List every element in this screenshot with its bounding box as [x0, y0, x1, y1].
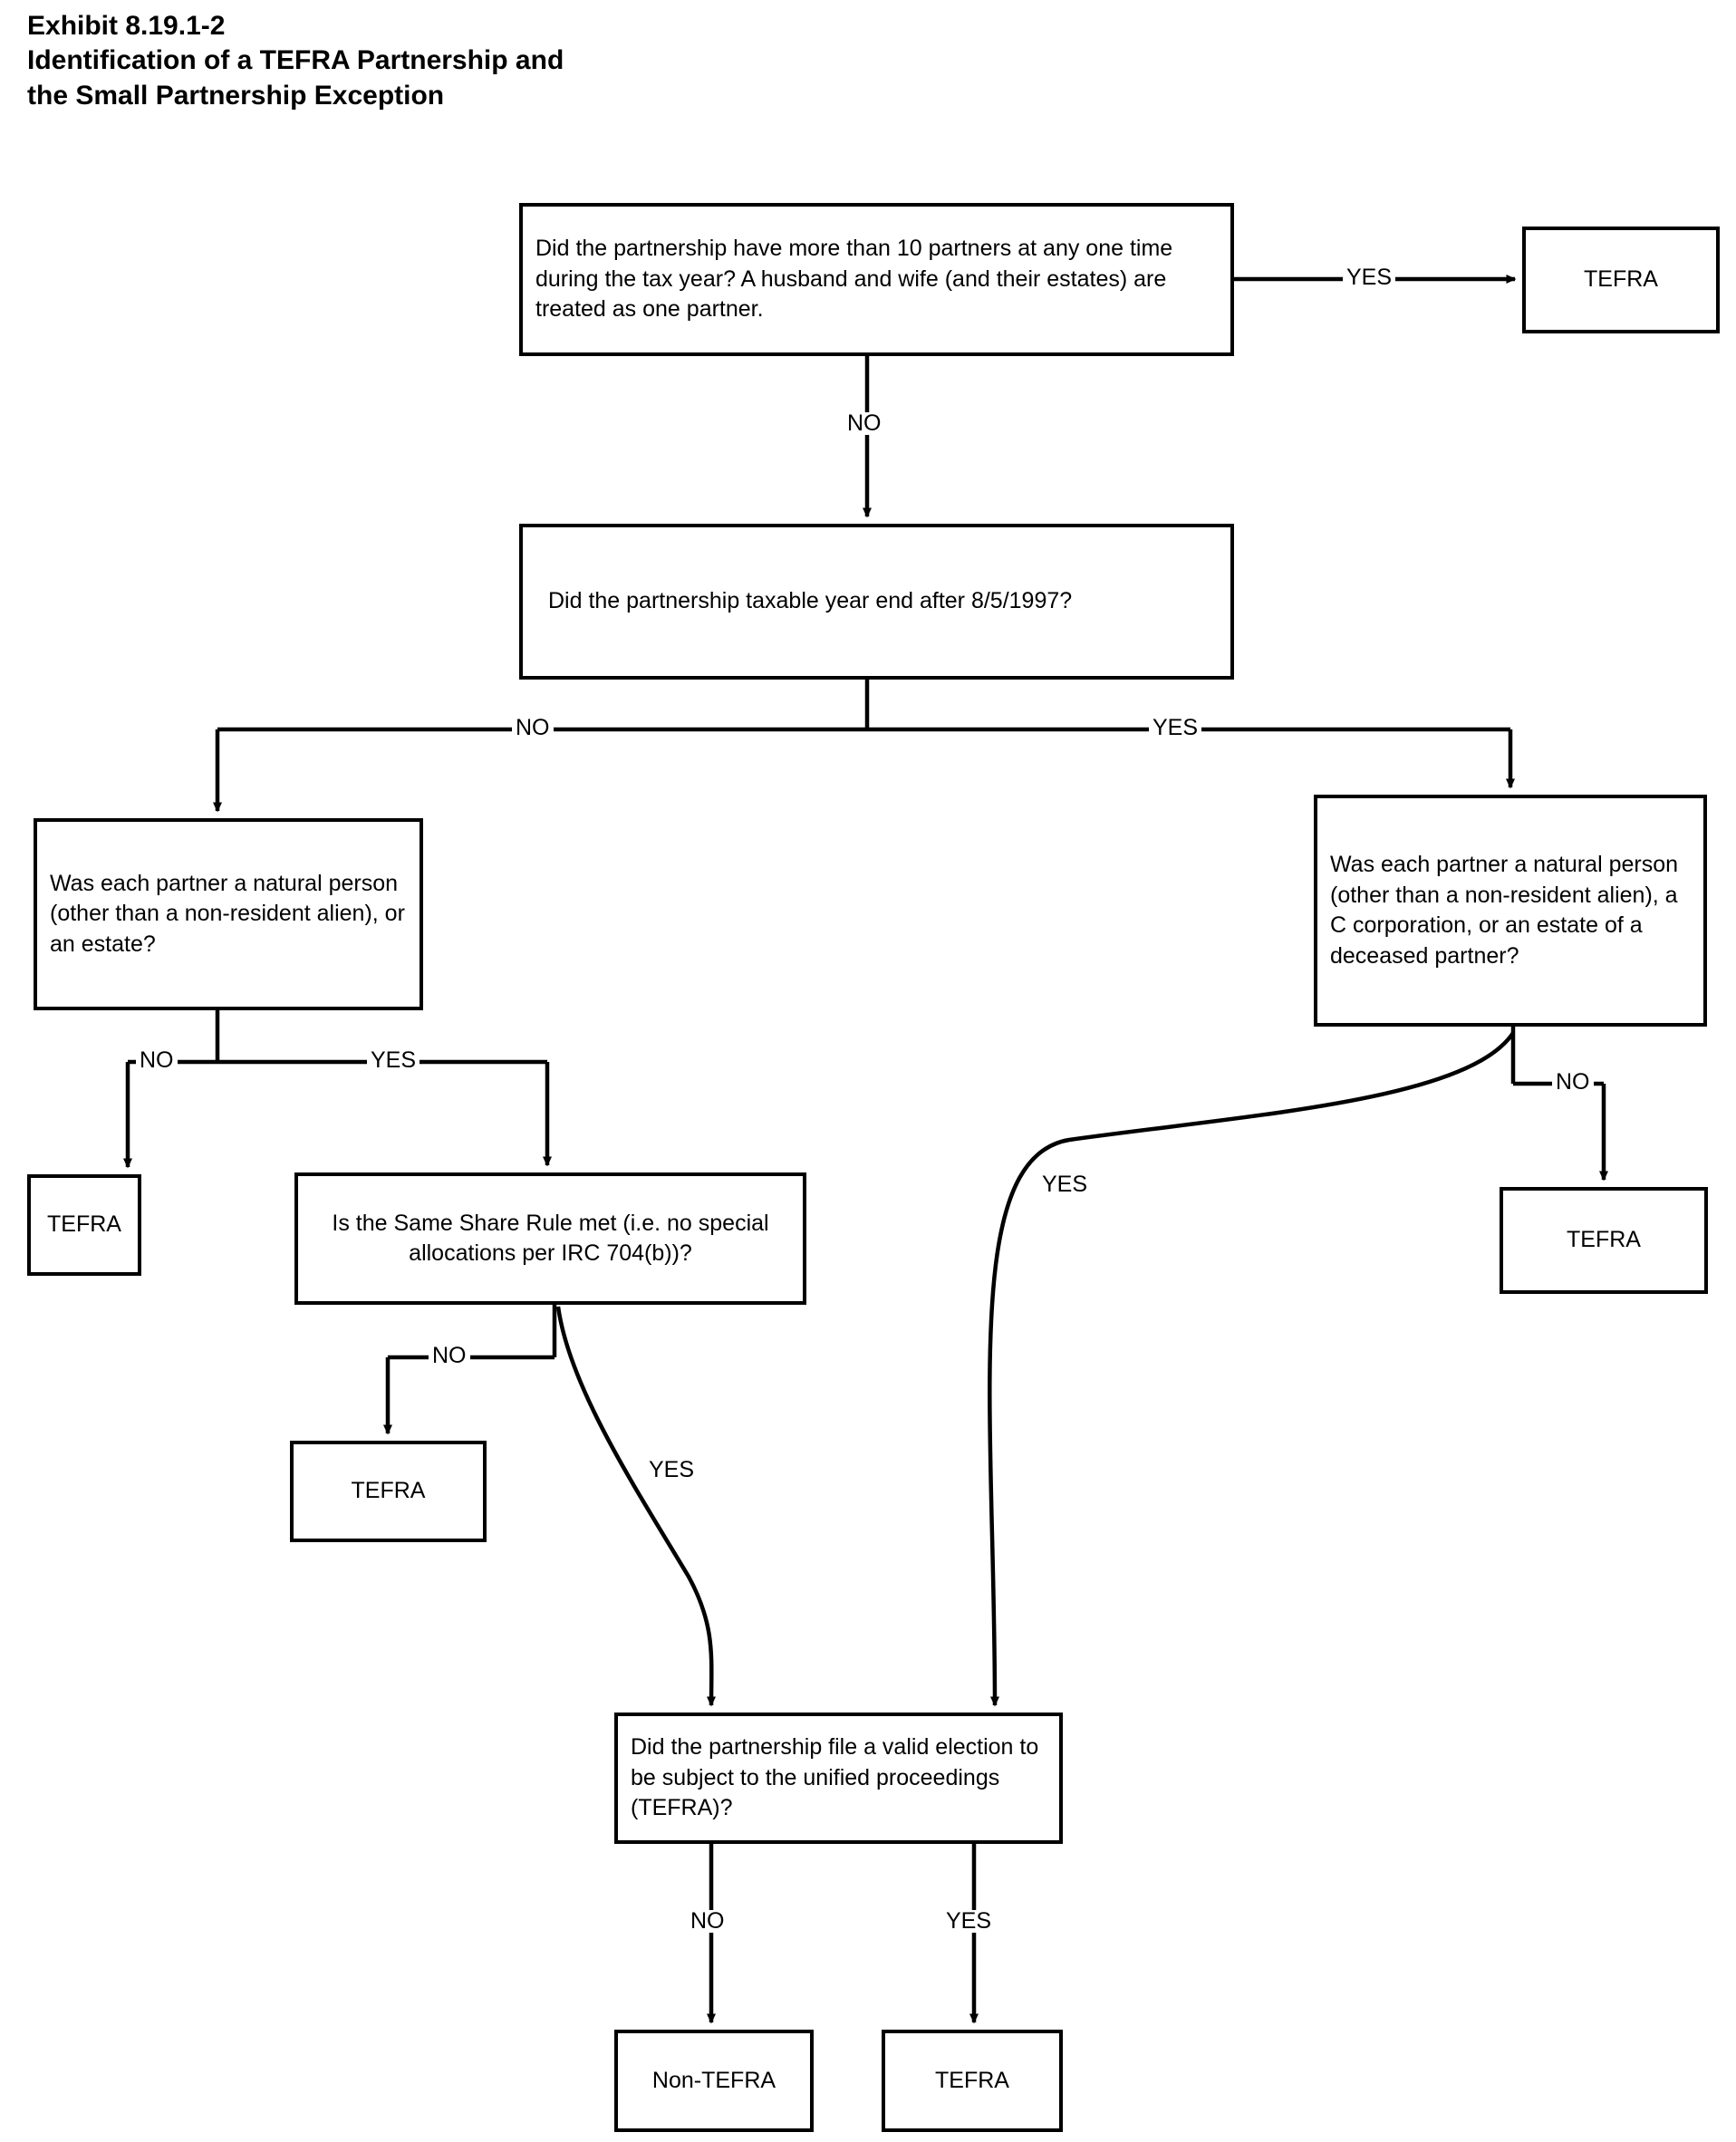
node-t6-tefra[interactable]: TEFRA [882, 2030, 1063, 2132]
edge-label-q6-no: NO [687, 1910, 728, 1933]
node-q2-text: Did the partnership taxable year end aft… [548, 588, 1073, 614]
edge-label-q4-yes: YES [1038, 1173, 1092, 1196]
node-q5-same-share-rule[interactable]: Is the Same Share Rule met (i.e. no spec… [294, 1172, 806, 1305]
edge-label-q4-no: NO [1552, 1071, 1594, 1094]
title-line-1: Exhibit 8.19.1-2 [27, 11, 226, 41]
node-t6-text: TEFRA [935, 2067, 1009, 2093]
node-q4-text: Was each partner a natural person (other… [1330, 852, 1679, 969]
edge-label-q1-no: NO [844, 412, 885, 435]
node-t3-tefra[interactable]: TEFRA [1500, 1187, 1708, 1294]
node-q6-text: Did the partnership file a valid electio… [631, 1734, 1039, 1821]
node-t4-text: TEFRA [351, 1478, 426, 1504]
edge-label-q2-yes: YES [1149, 717, 1202, 739]
node-q6-valid-election[interactable]: Did the partnership file a valid electio… [614, 1713, 1063, 1844]
edge-label-q2-no: NO [512, 717, 554, 739]
page-title: Exhibit 8.19.1-2 Identification of a TEF… [27, 9, 564, 113]
edge-label-q1-yes: YES [1343, 266, 1396, 289]
node-t1-tefra[interactable]: TEFRA [1522, 227, 1720, 333]
edge-label-q6-yes: YES [942, 1910, 996, 1933]
edge-label-q5-yes: YES [645, 1459, 699, 1481]
edge-label-q3-no: NO [136, 1049, 178, 1072]
title-line-3: the Small Partnership Exception [27, 80, 445, 111]
node-q3-natural-person-or-estate[interactable]: Was each partner a natural person (other… [34, 818, 423, 1010]
node-t2-text: TEFRA [47, 1211, 121, 1238]
node-t3-text: TEFRA [1567, 1227, 1641, 1253]
node-t2-tefra[interactable]: TEFRA [27, 1174, 141, 1276]
node-t5-non-tefra[interactable]: Non-TEFRA [614, 2030, 814, 2132]
edge-q5-q6 [555, 1306, 717, 1707]
edge-label-q3-yes: YES [367, 1049, 420, 1072]
node-q5-text: Is the Same Share Rule met (i.e. no spec… [332, 1210, 769, 1267]
node-q4-natural-person-c-corp-estate[interactable]: Was each partner a natural person (other… [1314, 795, 1707, 1027]
node-t4-tefra[interactable]: TEFRA [290, 1441, 487, 1542]
edge-label-q5-no: NO [429, 1345, 470, 1367]
edge-q4-q6 [988, 1031, 1515, 1707]
title-line-2: Identification of a TEFRA Partnership an… [27, 45, 564, 76]
node-t1-text: TEFRA [1584, 266, 1658, 293]
node-q1-more-than-10-partners[interactable]: Did the partnership have more than 10 pa… [519, 203, 1234, 356]
node-q3-text: Was each partner a natural person (other… [50, 870, 405, 957]
node-q2-taxable-year-end[interactable]: Did the partnership taxable year end aft… [519, 524, 1234, 680]
node-t5-text: Non-TEFRA [651, 2067, 776, 2093]
node-q1-text: Did the partnership have more than 10 pa… [535, 236, 1173, 323]
